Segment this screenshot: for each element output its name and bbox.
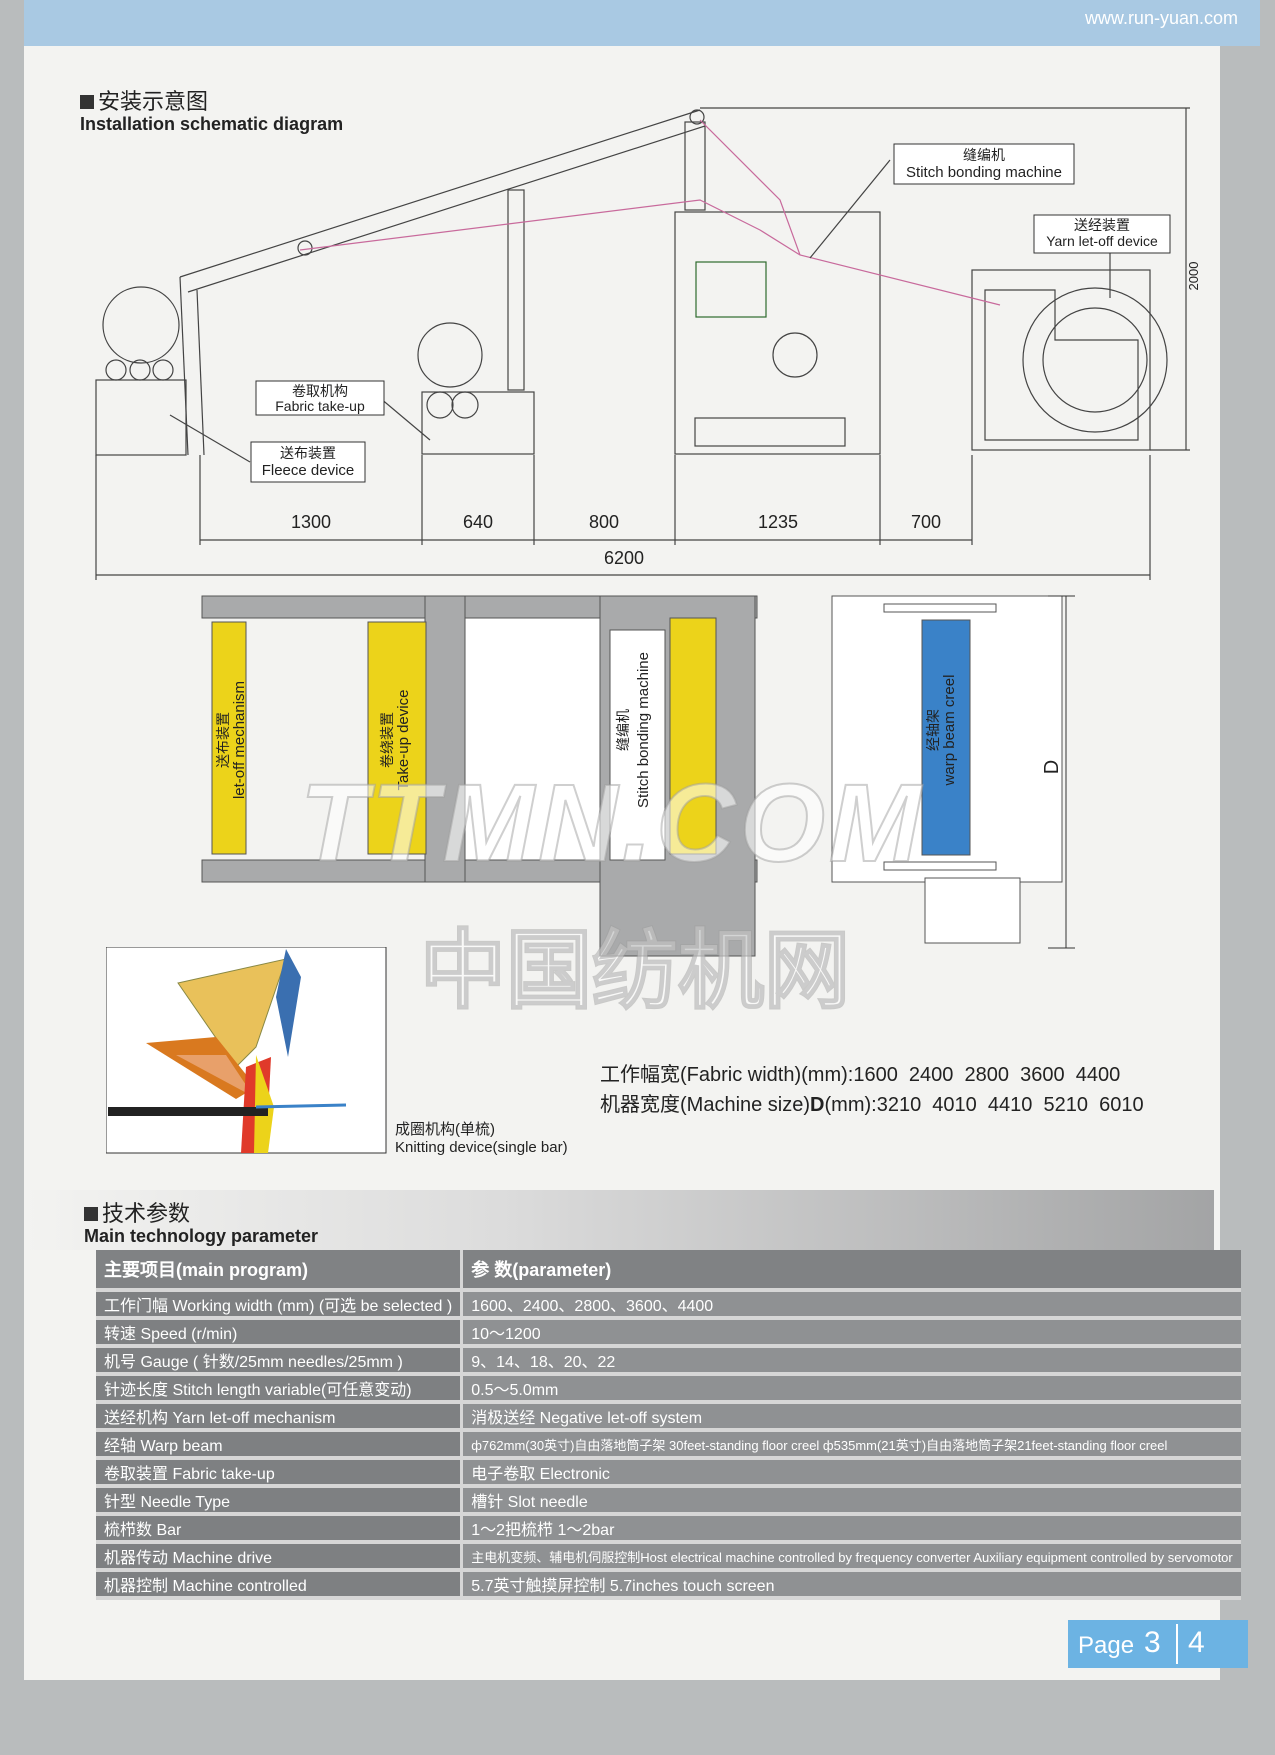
- params-header-band: [24, 1190, 1214, 1250]
- table-cell: 10～1200: [461, 1318, 1241, 1348]
- knitting-device-image: [106, 947, 387, 1154]
- table-row: 工作门幅 Working width (mm) (可选 be selected …: [96, 1290, 1241, 1320]
- params-section-title: 技术参数 Main technology parameter: [84, 1201, 319, 1246]
- page-number-left: 3: [1144, 1626, 1161, 1659]
- website-url[interactable]: www.run-yuan.com: [1084, 8, 1238, 28]
- fleece-zh-label: 送布装置: [280, 445, 336, 461]
- table-cell: 机器传动 Machine drive: [96, 1542, 464, 1572]
- table-cell: 机号 Gauge ( 针数/25mm needles/25mm ): [96, 1346, 464, 1376]
- knitting-caption: 成圈机构(单梳) Knitting device(single bar): [395, 1121, 568, 1156]
- watermark-chinese: 中国纺机网: [419, 920, 851, 1022]
- yarn-zh-label: 送经装置: [1074, 217, 1130, 233]
- table-cell: 消极送经 Negative let-off system: [461, 1402, 1241, 1432]
- dim-label: 1300: [291, 512, 331, 532]
- table-cell: 1600、2400、2800、3600、4400: [461, 1290, 1241, 1320]
- table-cell: 针型 Needle Type: [96, 1486, 464, 1516]
- plan-stitch-en: Stitch bonding machine: [635, 652, 652, 808]
- plan-warp-zh: 经轴架: [925, 709, 941, 751]
- page-number-right: 4: [1188, 1626, 1205, 1659]
- yarn-letoff-callout: [1033, 214, 1171, 254]
- watermark-logo: TTMN.COM: [299, 761, 925, 886]
- stitch-en-label: Stitch bonding machine: [906, 164, 1062, 181]
- fleece-base: [95, 379, 187, 456]
- table-row: 转速 Speed (r/min)10～1200: [96, 1318, 1241, 1348]
- params-header-row: 主要项目(main program) 参 数(parameter): [96, 1250, 1241, 1292]
- machine-size-spec: 机器宽度(Machine size)D(mm):3210 4010 4410 5…: [600, 1094, 1144, 1116]
- plan-takeup-en: Take-up device: [395, 690, 412, 791]
- params-table: 主要项目(main program) 参 数(parameter) 工作门幅 W…: [96, 1250, 1241, 1600]
- plan-warp-en: warp beam creel: [941, 675, 958, 787]
- plan-view-diagram: 送布装置 let-off mechanism 卷绕装置 Take-up devi…: [201, 595, 1075, 957]
- takeup-callout: [255, 380, 385, 416]
- plan-takeup-zh: 卷绕装置: [379, 712, 395, 768]
- fabric-width-spec: 工作幅宽(Fabric width)(mm):1600 2400 2800 36…: [600, 1064, 1121, 1086]
- height-dimension-label: 2000: [1186, 262, 1201, 291]
- stitch-machine-callout: [893, 143, 1075, 185]
- installation-schematic: 缝编机 Stitch bonding machine 送经装置 Yarn let…: [95, 107, 1201, 580]
- total-dim-label: 6200: [604, 548, 644, 568]
- column-header: 参 数(parameter): [461, 1250, 1241, 1292]
- dim-label: 800: [589, 512, 619, 532]
- fleece-callout: [250, 441, 366, 483]
- table-cell: 卷取装置 Fabric take-up: [96, 1458, 464, 1488]
- table-cell: 机器控制 Machine controlled: [96, 1570, 464, 1600]
- table-row: 针迹长度 Stitch length variable(可任意变动)0.5～5.…: [96, 1374, 1241, 1404]
- plan-letoff-en: let-off mechanism: [231, 681, 248, 799]
- bullet-square-icon: [80, 95, 94, 109]
- dim-label: 700: [911, 512, 941, 532]
- table-cell: 转速 Speed (r/min): [96, 1318, 464, 1348]
- table-cell: 工作门幅 Working width (mm) (可选 be selected …: [96, 1290, 464, 1320]
- table-cell: 1～2把梳栉 1～2bar: [461, 1514, 1241, 1544]
- page-number-box: Page 3 4: [1068, 1620, 1248, 1668]
- plan-d-label: D: [1041, 760, 1063, 774]
- takeup-en-label: Fabric take-up: [275, 398, 365, 414]
- yarn-en-label: Yarn let-off device: [1046, 233, 1158, 249]
- table-cell: 梳栉数 Bar: [96, 1514, 464, 1544]
- plan-letoff-zh: 送布装置: [215, 712, 231, 768]
- table-cell: ф762mm(30英寸)自由落地筒子架 30feet-standing floo…: [461, 1430, 1241, 1460]
- bullet-square-icon: [84, 1207, 98, 1221]
- page-divider: [1176, 1624, 1178, 1664]
- table-cell: 经轴 Warp beam: [96, 1430, 464, 1460]
- table-cell: 0.5～5.0mm: [461, 1374, 1241, 1404]
- table-cell: 电子卷取 Electronic: [461, 1458, 1241, 1488]
- dim-label: 1235: [758, 512, 798, 532]
- column-header: 主要项目(main program): [96, 1250, 464, 1292]
- fleece-en-label: Fleece device: [262, 462, 355, 479]
- install-section-title: 安装示意图 Installation schematic diagram: [80, 89, 344, 134]
- table-row: 机号 Gauge ( 针数/25mm needles/25mm )9、14、18…: [96, 1346, 1241, 1376]
- page-label: Page: [1078, 1632, 1135, 1659]
- table-cell: 送经机构 Yarn let-off mechanism: [96, 1402, 464, 1432]
- plan-stitch-zh: 缝编机: [615, 709, 631, 751]
- top-band: www.run-yuan.com: [24, 0, 1260, 46]
- stitch-zh-label: 缝编机: [963, 147, 1005, 163]
- table-cell: 主电机变频、辅电机伺服控制Host electrical machine con…: [461, 1542, 1241, 1572]
- table-cell: 9、14、18、20、22: [461, 1346, 1241, 1376]
- table-cell: 5.7英寸触摸屏控制 5.7inches touch screen: [461, 1570, 1241, 1600]
- table-cell: 针迹长度 Stitch length variable(可任意变动): [96, 1374, 464, 1404]
- table-cell: 槽针 Slot needle: [461, 1486, 1241, 1516]
- takeup-zh-label: 卷取机构: [292, 383, 348, 399]
- dim-label: 640: [463, 512, 493, 532]
